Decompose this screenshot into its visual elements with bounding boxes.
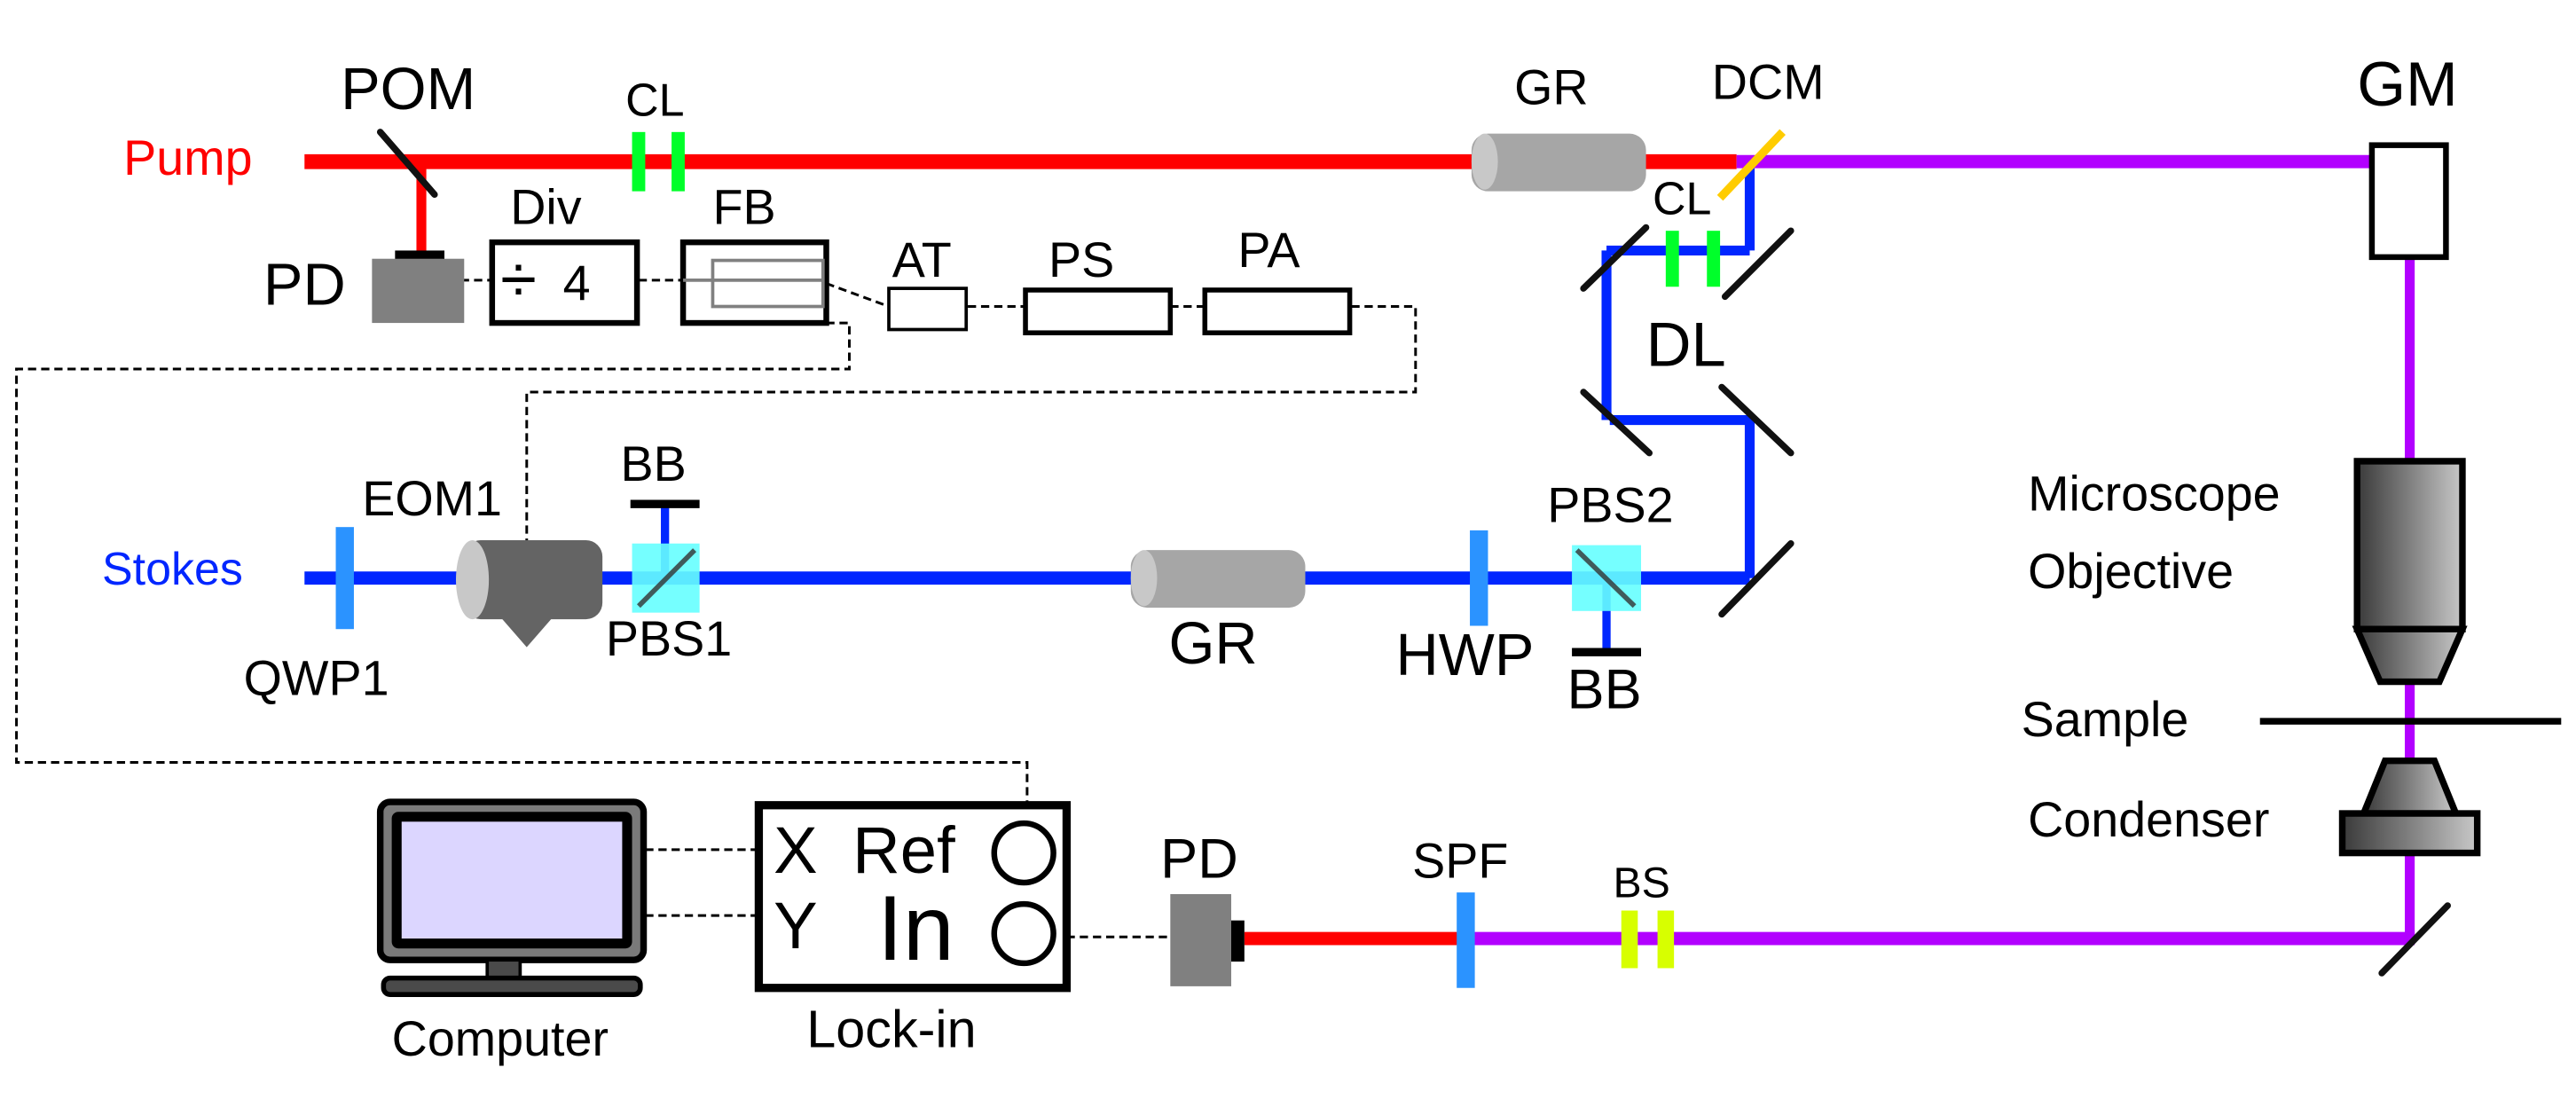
cylindrical-lens-pump-1 xyxy=(632,131,646,192)
pa-label: PA xyxy=(1237,223,1300,278)
cl-pump-label: CL xyxy=(625,75,684,126)
lockin-label: Lock-in xyxy=(806,1000,976,1059)
half-wave-plate xyxy=(1470,530,1488,626)
lockin-ref-port[interactable] xyxy=(991,820,1056,886)
beam-splitter-filter-2 xyxy=(1657,910,1675,969)
microscope-label-line2: Objective xyxy=(2028,544,2234,599)
lockin-amplifier: X Y Ref In xyxy=(754,801,1072,993)
pd-bottom-label: PD xyxy=(1160,828,1238,890)
polarizing-beam-splitter-1 xyxy=(632,543,700,613)
ps-label: PS xyxy=(1048,232,1114,287)
grating-rod-pump-body xyxy=(1471,133,1646,192)
microscope-objective xyxy=(2352,458,2468,686)
cable-pa-eom xyxy=(525,305,1418,544)
quarter-wave-plate xyxy=(335,527,354,630)
objective-tip xyxy=(2352,625,2468,686)
bs-label: BS xyxy=(1613,860,1669,907)
cable-fb-lockin-ref xyxy=(15,321,1029,824)
divider-value: 4 xyxy=(563,255,591,310)
short-pass-filter xyxy=(1457,892,1475,988)
cable-fb-at xyxy=(825,282,890,308)
grating-rod-stokes xyxy=(1130,550,1306,609)
hwp-label: HWP xyxy=(1396,623,1535,688)
grating-rod-stokes-face xyxy=(1130,550,1158,607)
monitor-screen xyxy=(401,821,623,939)
filter-box-outer xyxy=(679,239,829,326)
eom1-label: EOM1 xyxy=(362,471,502,526)
lockin-ref-label: Ref xyxy=(852,813,955,887)
condenser-top xyxy=(2359,757,2462,817)
polarizing-beam-splitter-2 xyxy=(1572,545,1642,611)
pbs1-diagonal xyxy=(637,548,697,609)
delay-mirror-top-left xyxy=(1580,224,1650,292)
pd-top-label: PD xyxy=(263,253,346,318)
electro-optic-modulator xyxy=(455,540,603,648)
delay-mirror-top-right xyxy=(1721,227,1795,301)
cylindrical-lens-delay-1 xyxy=(1665,231,1679,287)
grating-rod-pump-face xyxy=(1471,133,1498,190)
power-amplifier-box xyxy=(1202,287,1353,335)
lockin-y-label: Y xyxy=(774,889,818,962)
computer-monitor xyxy=(376,798,648,997)
gr-pump-label: GR xyxy=(1514,59,1588,114)
divider-symbol: ÷ xyxy=(500,242,537,316)
pbs2-label: PBS2 xyxy=(1547,478,1673,533)
filter-box xyxy=(679,239,829,326)
galvo-mirror-box xyxy=(2368,142,2449,261)
pom-label: POM xyxy=(341,57,475,122)
attenuator-box xyxy=(887,287,969,332)
microscope-label-line1: Microscope xyxy=(2028,467,2281,522)
dl-label: DL xyxy=(1646,309,1726,379)
lockin-input-port[interactable] xyxy=(991,900,1056,967)
div-label: Div xyxy=(510,180,582,235)
fb-label: FB xyxy=(712,180,775,235)
signal-cables xyxy=(15,279,1418,938)
photodiode-top xyxy=(372,250,465,324)
condenser-base xyxy=(2338,810,2481,857)
stokes-label: Stokes xyxy=(102,544,243,595)
grating-rod-pump xyxy=(1471,133,1646,192)
monitor-base xyxy=(381,975,643,997)
cylindrical-lens-delay-2 xyxy=(1707,231,1721,287)
cylindrical-lens-pump-2 xyxy=(671,131,685,192)
beam-splitter-filter-1 xyxy=(1621,910,1638,969)
condenser xyxy=(2338,757,2481,857)
delay-mirror-bottom-left xyxy=(1580,389,1653,457)
dcm-label: DCM xyxy=(1712,55,1825,110)
delay-mirror-bottom-right xyxy=(1718,383,1795,457)
lockin-x-label: X xyxy=(774,813,818,887)
eom-body xyxy=(464,540,603,620)
cl-delay-label: CL xyxy=(1653,174,1711,225)
photodiode-bottom xyxy=(1170,893,1245,986)
objective-barrel xyxy=(2353,458,2466,632)
bb-top-label: BB xyxy=(621,436,687,491)
divider-box xyxy=(489,239,640,326)
photodiode-top-body xyxy=(372,258,465,324)
phase-shifter-box xyxy=(1023,287,1174,335)
grating-rod-stokes-body xyxy=(1130,550,1306,609)
gm-label: GM xyxy=(2357,49,2458,119)
pump-label: Pump xyxy=(123,130,252,185)
condenser-label: Condenser xyxy=(2028,792,2269,847)
pbs2-diagonal xyxy=(1575,548,1637,609)
dichroic-mirror xyxy=(1716,129,1786,201)
spf-label: SPF xyxy=(1412,833,1508,888)
bb-bottom-label: BB xyxy=(1567,658,1642,720)
lockin-in-label: In xyxy=(877,877,954,980)
pom-mirror xyxy=(376,129,438,199)
filter-box-inner xyxy=(711,258,825,309)
eom-face xyxy=(455,540,490,620)
photodiode-bottom-body xyxy=(1170,893,1231,986)
sample-label: Sample xyxy=(2022,692,2189,747)
at-label: AT xyxy=(892,232,952,287)
stokes-turn-mirror xyxy=(1718,540,1795,618)
computer-label: Computer xyxy=(392,1011,609,1066)
qwp1-label: QWP1 xyxy=(244,650,389,705)
photodiode-bottom-window xyxy=(1230,920,1245,962)
pbs1-label: PBS1 xyxy=(606,611,732,666)
collection-mirror xyxy=(2378,902,2451,977)
gr-stokes-label: GR xyxy=(1168,611,1257,677)
